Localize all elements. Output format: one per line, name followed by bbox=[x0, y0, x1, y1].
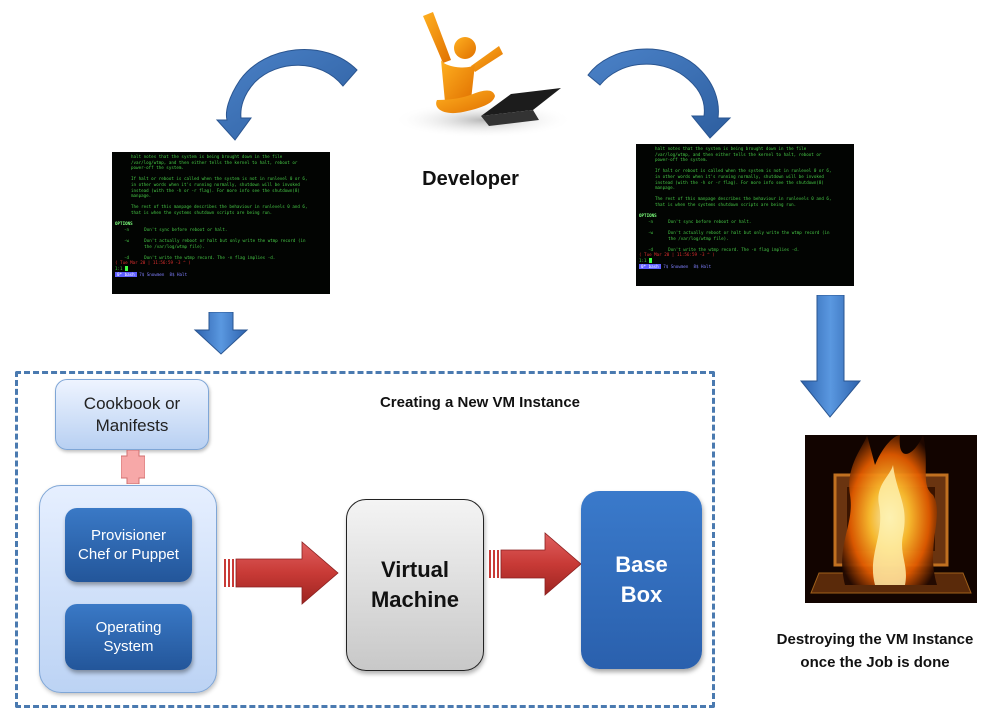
cursor bbox=[125, 266, 129, 272]
terminal-line: ( Tue Mar 20 | 11:56:59 -3 ^ ) bbox=[115, 260, 191, 266]
terminal-status-bar: 0* bash 7$ Snowmen 8$ Halt bbox=[639, 264, 851, 270]
terminal-line: halt notes that the system is being brou… bbox=[131, 154, 283, 159]
vm-line2: Machine bbox=[370, 587, 460, 612]
red-arrow-1-icon bbox=[224, 541, 339, 605]
terminal-line: instead (with the -h or -r flag). For mo… bbox=[131, 187, 300, 193]
destroy-line1: Destroying the VM Instance bbox=[776, 631, 974, 648]
terminal-prompt: 1:1 bbox=[639, 258, 851, 264]
developer-figure-icon bbox=[393, 12, 573, 138]
status-rest: 7$ Snowmen 8$ Halt bbox=[663, 264, 712, 270]
provisioner-stack-box: Provisioner Chef or Puppet Operating Sys… bbox=[39, 485, 217, 693]
terminal-screenshot-left: halt notes that the system is being brou… bbox=[112, 152, 330, 294]
terminal-line: the /var/log/wtmp file). bbox=[648, 235, 729, 241]
basebox-line1: Base bbox=[615, 552, 668, 577]
terminal-line: /var/log/wtmp, and then either tells the… bbox=[655, 151, 822, 157]
terminal-line: manpage. bbox=[131, 193, 152, 199]
terminal-status-bar: 0* bash 7$ Snowmen 8$ Halt bbox=[115, 272, 327, 278]
red-arrow-2-icon bbox=[489, 532, 582, 596]
status-tab: 0* bash bbox=[639, 264, 661, 270]
terminal-line: The rest of this manpage describes the b… bbox=[131, 204, 308, 210]
operating-system-box: Operating System bbox=[65, 604, 192, 670]
terminal-line: The rest of this manpage describes the b… bbox=[655, 196, 832, 202]
terminal-line: the /var/log/wtmp file). bbox=[124, 243, 205, 249]
burning-computer-image bbox=[805, 435, 977, 603]
terminal-line: instead (with the -h or -r flag). For mo… bbox=[655, 179, 824, 185]
provisioner-line2: Chef or Puppet bbox=[78, 546, 179, 563]
prompt-text: 1:1 bbox=[639, 257, 650, 263]
terminal-line: -n Don't sync before reboot or halt. bbox=[124, 226, 228, 232]
terminal-line: ( Tue Mar 20 | 11:56:59 -3 ^ ) bbox=[639, 252, 715, 258]
destroy-line2: once the Job is done bbox=[800, 654, 950, 671]
terminal-line: -n Don't sync before reboot or halt. bbox=[648, 218, 752, 224]
down-arrow-long-icon bbox=[800, 295, 862, 418]
terminal-line: If halt or reboot is called when the sys… bbox=[655, 168, 832, 174]
burning-computer-icon bbox=[805, 435, 977, 603]
vm-creation-frame bbox=[15, 371, 715, 708]
terminal-line: OPTIONS bbox=[639, 213, 657, 219]
terminal-line: in other words when it's running normall… bbox=[655, 173, 824, 179]
curved-arrow-left-icon bbox=[215, 49, 358, 141]
status-rest: 7$ Snowmen 8$ Halt bbox=[139, 272, 188, 278]
terminal-line: that is when the systems shutdown script… bbox=[131, 209, 273, 215]
terminal-prompt: 1:1 bbox=[115, 266, 327, 272]
frame-title: Creating a New VM Instance bbox=[379, 394, 581, 411]
terminal-line: -d Don't write the wtmp record. The -n f… bbox=[124, 254, 276, 260]
terminal-line: power-off the system. bbox=[131, 165, 184, 171]
terminal-line: OPTIONS bbox=[115, 221, 133, 227]
cookbook-line2: Manifests bbox=[95, 415, 169, 435]
status-tab: 0* bash bbox=[115, 272, 137, 278]
terminal-line: in other words when it's running normall… bbox=[131, 181, 300, 187]
virtual-machine-box: Virtual Machine bbox=[346, 499, 484, 671]
cookbook-line1: Cookbook or bbox=[83, 393, 181, 413]
terminal-line: that is when the systems shutdown script… bbox=[655, 201, 797, 207]
down-arrow-short-icon bbox=[193, 312, 249, 355]
developer-label: Developer bbox=[422, 168, 519, 190]
terminal-line: power-off the system. bbox=[655, 157, 708, 163]
terminal-screenshot-right: halt notes that the system is being brou… bbox=[636, 144, 854, 286]
terminal-line: /var/log/wtmp, and then either tells the… bbox=[131, 159, 298, 165]
destroy-label: Destroying the VM Instance once the Job … bbox=[752, 628, 998, 674]
os-line1: Operating bbox=[95, 619, 162, 636]
cursor bbox=[649, 258, 653, 264]
base-box: Base Box bbox=[581, 491, 702, 669]
provisioner-line1: Provisioner bbox=[90, 527, 167, 544]
terminal-line: halt notes that the system is being brou… bbox=[655, 146, 807, 151]
os-line2: System bbox=[103, 638, 154, 655]
terminal-line: -d Don't write the wtmp record. The -n f… bbox=[648, 246, 800, 252]
terminal-line: manpage. bbox=[655, 185, 676, 191]
prompt-text: 1:1 bbox=[115, 265, 126, 271]
cookbook-box: Cookbook or Manifests bbox=[55, 379, 209, 450]
basebox-line2: Box bbox=[620, 582, 663, 607]
curved-arrow-right-icon bbox=[587, 48, 732, 139]
connector-icon bbox=[121, 450, 145, 484]
terminal-line: -w Don't actually reboot or halt but onl… bbox=[124, 237, 306, 243]
terminal-line: If halt or reboot is called when the sys… bbox=[131, 176, 308, 182]
terminal-line: -w Don't actually reboot or halt but onl… bbox=[648, 229, 830, 235]
vm-line1: Virtual bbox=[380, 557, 450, 582]
provisioner-box: Provisioner Chef or Puppet bbox=[65, 508, 192, 582]
